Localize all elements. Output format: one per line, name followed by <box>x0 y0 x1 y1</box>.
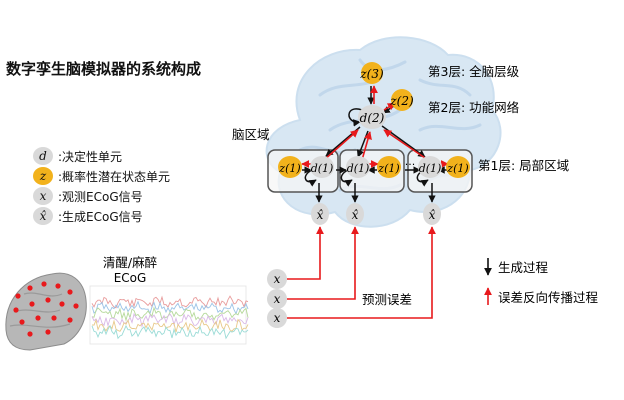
d1-label-2: d(1) <box>347 162 370 175</box>
legend-x-text: :观测ECoG信号 <box>58 189 143 204</box>
z2-label: z(2) <box>389 94 414 108</box>
x-node-2 <box>267 289 287 309</box>
backprop-arrows <box>287 85 449 319</box>
z1-node-3 <box>446 156 470 178</box>
xhat-label-3: x̂ <box>429 208 436 222</box>
d1-node-2 <box>346 156 370 178</box>
ecog-traces <box>89 285 249 345</box>
x-label-3: x <box>274 311 281 325</box>
x-label-1: x <box>274 272 281 286</box>
prediction-error-label: 预测误差 <box>362 292 412 307</box>
d1-node-1 <box>310 156 334 178</box>
d2-node <box>358 105 386 129</box>
z3-node <box>361 62 383 84</box>
xhat-node-3 <box>423 203 441 225</box>
ecog-condition-label: 清醒/麻醉 <box>103 255 157 270</box>
legend-deterministic-unit: d :决定性单元 <box>33 146 122 166</box>
layer1-label: 第1层: 局部区域 <box>478 158 569 173</box>
legend-latent-unit: z :概率性潜在状态单元 <box>33 166 170 186</box>
x-node-3 <box>267 308 287 328</box>
z1-label-2: z(1) <box>377 162 399 175</box>
d2-label: d(2) <box>360 111 385 125</box>
legend-d-text: :决定性单元 <box>58 149 123 164</box>
x-node-1 <box>267 269 287 289</box>
z1-node-2 <box>377 156 401 178</box>
legend-xhat-symbol: x̂ <box>33 207 53 225</box>
layer3-label: 第3层: 全脑层级 <box>428 64 520 79</box>
generate-process-label: 生成过程 <box>498 260 549 275</box>
d1-node-3 <box>418 156 442 178</box>
d1-label-1: d(1) <box>311 162 334 175</box>
z1-node-1 <box>278 156 302 178</box>
legend-xhat-text: :生成ECoG信号 <box>58 209 143 224</box>
legend-z-symbol: z <box>33 167 53 185</box>
xhat-node-1 <box>311 203 329 225</box>
legend-generated-ecog: x̂ :生成ECoG信号 <box>33 206 143 226</box>
legend-observed-ecog: x :观测ECoG信号 <box>33 186 143 206</box>
figure-title: 数字孪生脑模拟器的系统构成 <box>6 60 202 78</box>
ecog-label: ECoG <box>114 271 147 285</box>
legend-x-symbol: x <box>33 187 53 205</box>
z3-label: z(3) <box>359 67 384 81</box>
ellipsis-dots: ··· <box>405 158 416 171</box>
backprop-process-label: 误差反向传播过程 <box>498 290 599 305</box>
d1-label-3: d(1) <box>419 162 442 175</box>
brain-electrode-photo <box>5 272 87 351</box>
xhat-label-1: x̂ <box>317 208 324 222</box>
layer2-label: 第2层: 功能网络 <box>428 100 520 115</box>
legend-d-symbol: d <box>33 147 53 165</box>
z2-node <box>391 89 413 111</box>
x-label-2: x <box>274 292 281 306</box>
legend-z-text: :概率性潜在状态单元 <box>58 169 171 184</box>
z1-label-3: z(1) <box>446 162 468 175</box>
z1-label-1: z(1) <box>278 162 300 175</box>
xhat-node-2 <box>346 203 364 225</box>
xhat-label-2: x̂ <box>352 208 359 222</box>
brain-region-label: 脑区域 <box>232 127 270 142</box>
